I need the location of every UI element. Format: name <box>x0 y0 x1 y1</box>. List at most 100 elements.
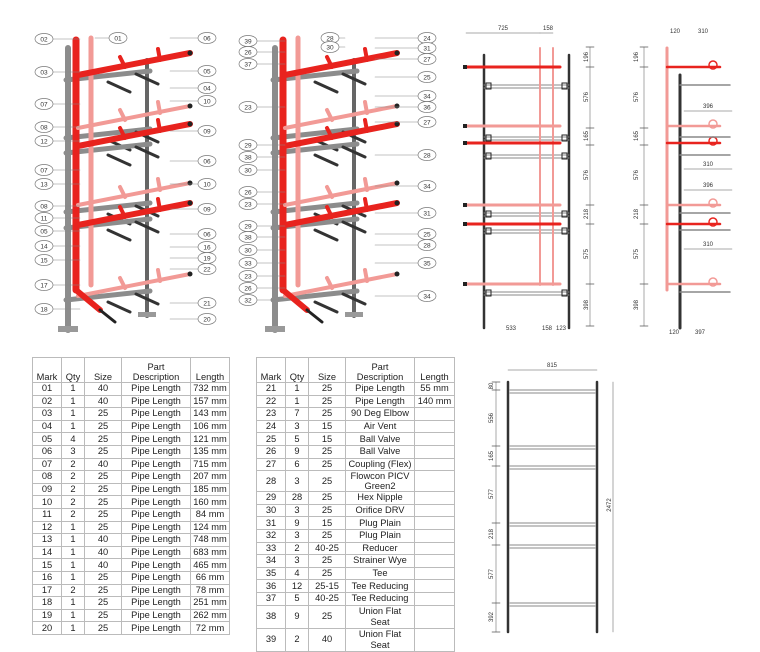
callout-bubble <box>197 203 217 215</box>
cell-size: 25 <box>84 444 122 459</box>
valve <box>118 205 127 219</box>
branch-pipe <box>283 104 399 130</box>
callout-bubble <box>197 32 217 44</box>
pipe-end-cap <box>98 308 117 324</box>
cell-size: 25 <box>308 491 346 505</box>
dimension-label: 310 <box>703 162 714 168</box>
callout-bubble <box>34 303 54 315</box>
bracket <box>561 152 568 160</box>
callout-number: 06 <box>203 232 211 239</box>
cell-qty: 4 <box>285 566 309 581</box>
cell-qty: 2 <box>61 470 85 484</box>
callout-number: 25 <box>423 75 431 82</box>
cell-part-description: Pipe Length <box>121 621 191 635</box>
valve <box>118 126 127 140</box>
cell-part-description: Union Flat Seat <box>345 604 415 629</box>
callout-number: 29 <box>244 143 252 150</box>
callout-number: 29 <box>244 224 252 231</box>
callout-bubble <box>197 263 217 275</box>
dimension-label: 575 <box>634 248 640 259</box>
callout-bubble <box>238 282 258 294</box>
bracket <box>485 289 492 297</box>
unistrut-rail <box>313 228 339 242</box>
pipe-end-cap <box>463 222 467 226</box>
cell-length: 251 mm <box>190 596 230 610</box>
callout-bubble <box>417 239 437 251</box>
unistrut-rail <box>313 153 339 167</box>
dimension-label: 815 <box>547 363 558 369</box>
dimension-label: 398 <box>584 299 590 310</box>
cell-size: 25 <box>308 566 346 581</box>
branch-pipe <box>76 272 192 298</box>
cell-size: 25 <box>308 382 346 396</box>
callout-number: 28 <box>423 243 431 250</box>
cell-mark: 27 <box>256 457 286 472</box>
callout-bubble <box>238 164 258 176</box>
header-qty: Qty <box>285 357 309 383</box>
cell-size: 25 <box>84 495 122 509</box>
callout-number: 32 <box>244 298 252 305</box>
cell-size: 40 <box>84 382 122 396</box>
cell-size: 25 <box>84 407 122 421</box>
cell-mark: 02 <box>32 394 62 409</box>
callout-bubble <box>238 270 258 282</box>
cell-mark: 04 <box>32 419 62 434</box>
callout-number: 11 <box>41 216 48 223</box>
dimension-label: 218 <box>489 528 495 539</box>
unistrut-rail <box>134 72 160 86</box>
callout-number: 06 <box>203 36 211 43</box>
cell-qty: 2 <box>61 583 85 598</box>
cell-qty: 1 <box>61 407 85 421</box>
cell-size: 25 <box>84 608 122 623</box>
unistrut-rail <box>313 80 339 94</box>
callout-bubble <box>197 125 217 137</box>
cell-size: 40 <box>84 545 122 560</box>
callout-number: 24 <box>423 36 431 43</box>
dimension-label: 392 <box>489 611 495 622</box>
unistrut-rail <box>106 300 132 314</box>
branch-pipe <box>282 50 400 78</box>
cell-size: 40 <box>84 558 122 572</box>
frame-base-plate <box>345 312 363 317</box>
callout-number: 27 <box>423 57 431 64</box>
unistrut-rail <box>134 220 160 234</box>
unistrut-rail <box>106 228 132 242</box>
callout-number: 30 <box>244 248 252 255</box>
unistrut-rail <box>341 72 367 86</box>
unistrut-rail <box>341 292 367 306</box>
cell-mark: 30 <box>256 503 286 518</box>
cell-size: 25-15 <box>308 579 346 593</box>
valve <box>156 268 162 283</box>
cell-length: 72 mm <box>190 621 230 635</box>
cell-length: 78 mm <box>190 583 230 598</box>
dimension-label: 396 <box>703 183 714 189</box>
callout-bubble <box>417 53 437 65</box>
bracket <box>485 152 492 160</box>
cell-qty: 2 <box>61 482 85 497</box>
dimension-label: 533 <box>506 326 517 332</box>
header-size: Size <box>84 357 122 383</box>
cell-size: 40 <box>308 627 346 652</box>
cell-length <box>414 444 455 459</box>
dimension-label: 2472 <box>607 498 613 512</box>
dimension-label: 158 <box>542 326 553 332</box>
cell-mark: 23 <box>256 407 286 421</box>
cell-length: 748 mm <box>190 533 230 547</box>
callout-number: 18 <box>40 307 48 314</box>
dimension-label: 165 <box>634 130 640 141</box>
cell-mark: 14 <box>32 545 62 560</box>
bracket <box>561 210 568 218</box>
cell-qty: 1 <box>61 394 85 409</box>
cell-length <box>414 528 455 543</box>
valve <box>325 108 334 122</box>
